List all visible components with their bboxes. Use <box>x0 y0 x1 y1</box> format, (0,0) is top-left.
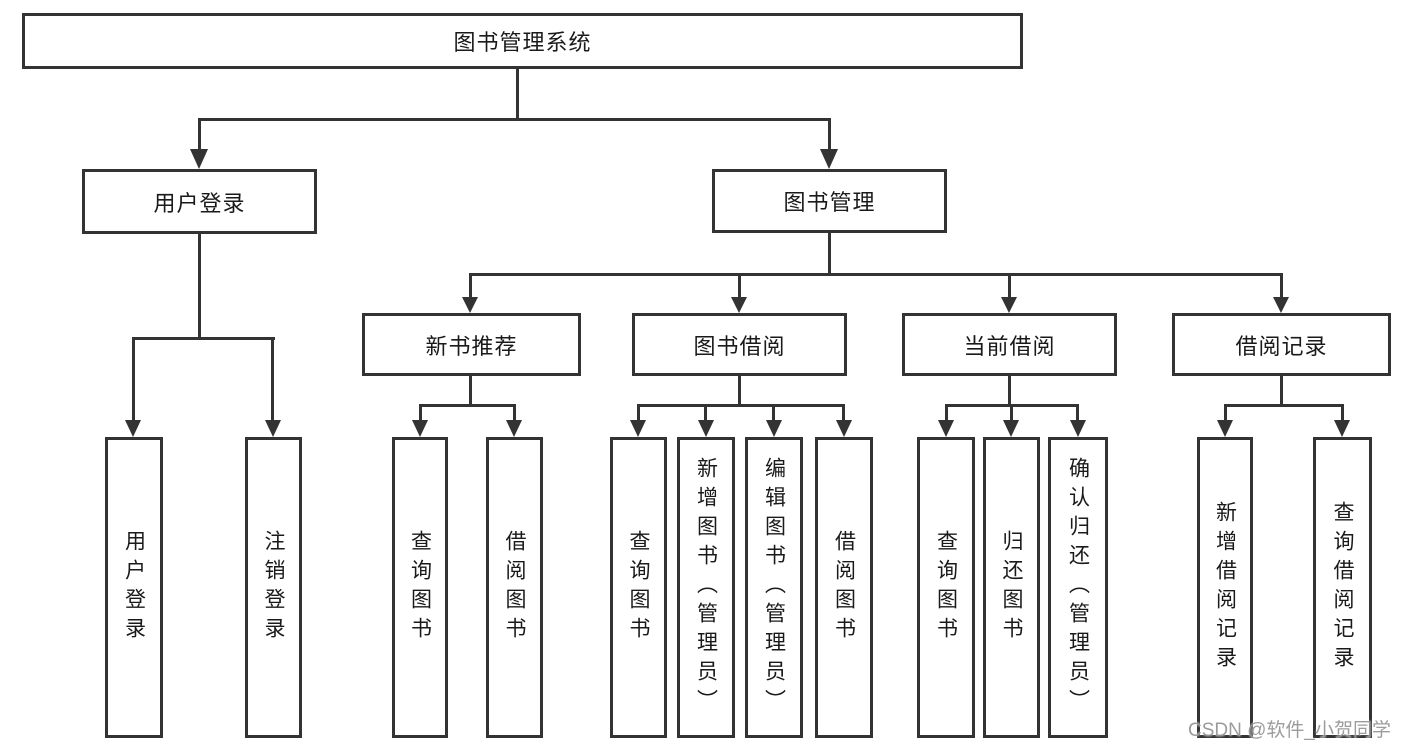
arrowhead-to-cb-return <box>1003 420 1019 437</box>
node-book-mgmt: 图书管理 <box>712 169 947 233</box>
leaf-nb-query-books-label: 查询图书 <box>408 529 432 646</box>
connector-bborrow-crossbar <box>637 404 845 407</box>
connector-userlogin-drop-2 <box>271 337 274 422</box>
connector-brecords-crossbar <box>1224 404 1344 407</box>
connector-root-right-drop <box>828 118 831 153</box>
leaf-bb-add-books-admin-label: 新增图书（管理员） <box>694 457 718 718</box>
connector-bborrow-drop-3 <box>772 404 775 422</box>
leaf-nb-borrow-books-label: 借阅图书 <box>503 529 526 646</box>
connector-root-left-drop <box>198 118 201 153</box>
connector-bborrow-drop-4 <box>842 404 845 422</box>
leaf-bb-borrow-books: 借阅图书 <box>815 437 873 738</box>
connector-bborrow-drop-1 <box>637 404 640 422</box>
arrowhead-to-nb-borrow <box>506 420 522 437</box>
arrowhead-to-leaf-logout <box>265 420 281 437</box>
node-book-mgmt-label: 图书管理 <box>783 190 876 215</box>
leaf-bb-query-books-label: 查询图书 <box>627 529 650 646</box>
connector-userlogin-drop-1 <box>132 337 135 422</box>
arrowhead-to-nb-query <box>412 420 428 437</box>
connector-bborrow-drop-2 <box>704 404 707 422</box>
node-book-borrow-label: 图书借阅 <box>693 333 786 359</box>
arrowhead-to-br-query <box>1334 420 1350 437</box>
leaf-logout-label: 注销登录 <box>262 529 285 646</box>
connector-cborrow-drop-3 <box>1076 404 1079 422</box>
leaf-bb-edit-books-admin-label: 编辑图书（管理员） <box>762 457 786 718</box>
connector-bookmgmt-drop-3 <box>1008 273 1011 299</box>
leaf-br-query-record-label: 查询借阅记录 <box>1331 500 1354 675</box>
connector-bookmgmt-stem <box>828 233 831 275</box>
leaf-br-add-record-label: 新增借阅记录 <box>1213 500 1237 675</box>
connector-root-crossbar <box>198 118 831 121</box>
node-new-book-rec-label: 新书推荐 <box>425 333 518 359</box>
connector-bookmgmt-crossbar <box>469 273 1283 276</box>
arrowhead-to-book-borrow <box>731 297 747 313</box>
connector-root-stem <box>516 69 519 120</box>
connector-brecords-drop-2 <box>1341 404 1344 422</box>
connector-nbrec-crossbar <box>419 404 516 407</box>
leaf-cb-return-books-label: 归还图书 <box>1000 529 1023 646</box>
node-user-login-label: 用户登录 <box>153 190 246 216</box>
node-current-borrow-label: 当前借阅 <box>963 333 1056 359</box>
leaf-user-login-label: 用户登录 <box>122 529 146 646</box>
arrowhead-to-cb-query <box>938 420 954 437</box>
leaf-cb-confirm-return-admin: 确认归还（管理员） <box>1048 437 1108 738</box>
leaf-nb-query-books: 查询图书 <box>392 437 448 738</box>
csdn-watermark: CSDN @软件_小贺同学 <box>1188 720 1391 741</box>
leaf-nb-borrow-books: 借阅图书 <box>486 437 543 738</box>
node-root-system: 图书管理系统 <box>22 13 1023 69</box>
connector-bookmgmt-drop-2 <box>738 273 741 299</box>
leaf-bb-edit-books-admin: 编辑图书（管理员） <box>745 437 803 738</box>
arrowhead-to-cb-confirm <box>1070 420 1086 437</box>
connector-cborrow-stem <box>1008 376 1011 406</box>
leaf-logout: 注销登录 <box>245 437 302 738</box>
leaf-bb-borrow-books-label: 借阅图书 <box>832 529 856 646</box>
connector-bborrow-stem <box>738 376 741 406</box>
connector-brecords-stem <box>1280 376 1283 406</box>
leaf-cb-return-books: 归还图书 <box>983 437 1040 738</box>
node-root-label: 图书管理系统 <box>453 30 592 55</box>
arrowhead-to-bb-query <box>630 420 646 437</box>
arrowhead-to-borrow-records <box>1273 297 1289 313</box>
arrowhead-to-current-borrow <box>1001 297 1017 313</box>
arrowhead-to-br-add <box>1217 420 1233 437</box>
connector-userlogin-stem <box>198 234 201 339</box>
connector-bookmgmt-drop-1 <box>469 273 472 299</box>
connector-bookmgmt-drop-4 <box>1280 273 1283 299</box>
connector-nbrec-drop-2 <box>513 404 516 422</box>
leaf-bb-add-books-admin: 新增图书（管理员） <box>677 437 735 738</box>
node-borrow-records: 借阅记录 <box>1172 313 1391 376</box>
arrowhead-to-leaf-user-login <box>125 420 141 437</box>
node-new-book-rec: 新书推荐 <box>362 313 581 376</box>
node-current-borrow: 当前借阅 <box>902 313 1117 376</box>
connector-nbrec-drop-1 <box>419 404 422 422</box>
leaf-bb-query-books: 查询图书 <box>610 437 667 738</box>
arrowhead-to-bb-edit <box>766 420 782 437</box>
connector-nbrec-stem <box>469 376 472 406</box>
leaf-user-login: 用户登录 <box>105 437 163 738</box>
connector-userlogin-crossbar <box>132 337 275 340</box>
node-borrow-records-label: 借阅记录 <box>1235 333 1328 359</box>
arrowhead-to-book-mgmt <box>820 149 838 169</box>
node-user-login: 用户登录 <box>82 169 317 234</box>
leaf-cb-query-books: 查询图书 <box>917 437 975 738</box>
arrowhead-to-bb-borrow <box>836 420 852 437</box>
leaf-br-add-record: 新增借阅记录 <box>1197 437 1253 738</box>
arrowhead-to-user-login <box>190 149 208 169</box>
connector-cborrow-drop-2 <box>1010 404 1013 422</box>
connector-cborrow-drop-1 <box>945 404 948 422</box>
arrowhead-to-bb-add <box>698 420 714 437</box>
node-book-borrow: 图书借阅 <box>632 313 847 376</box>
connector-brecords-drop-1 <box>1224 404 1227 422</box>
leaf-cb-confirm-return-admin-label: 确认归还（管理员） <box>1066 457 1090 718</box>
leaf-br-query-record: 查询借阅记录 <box>1313 437 1372 738</box>
arrowhead-to-new-book-rec <box>462 297 478 313</box>
leaf-cb-query-books-label: 查询图书 <box>934 529 958 646</box>
